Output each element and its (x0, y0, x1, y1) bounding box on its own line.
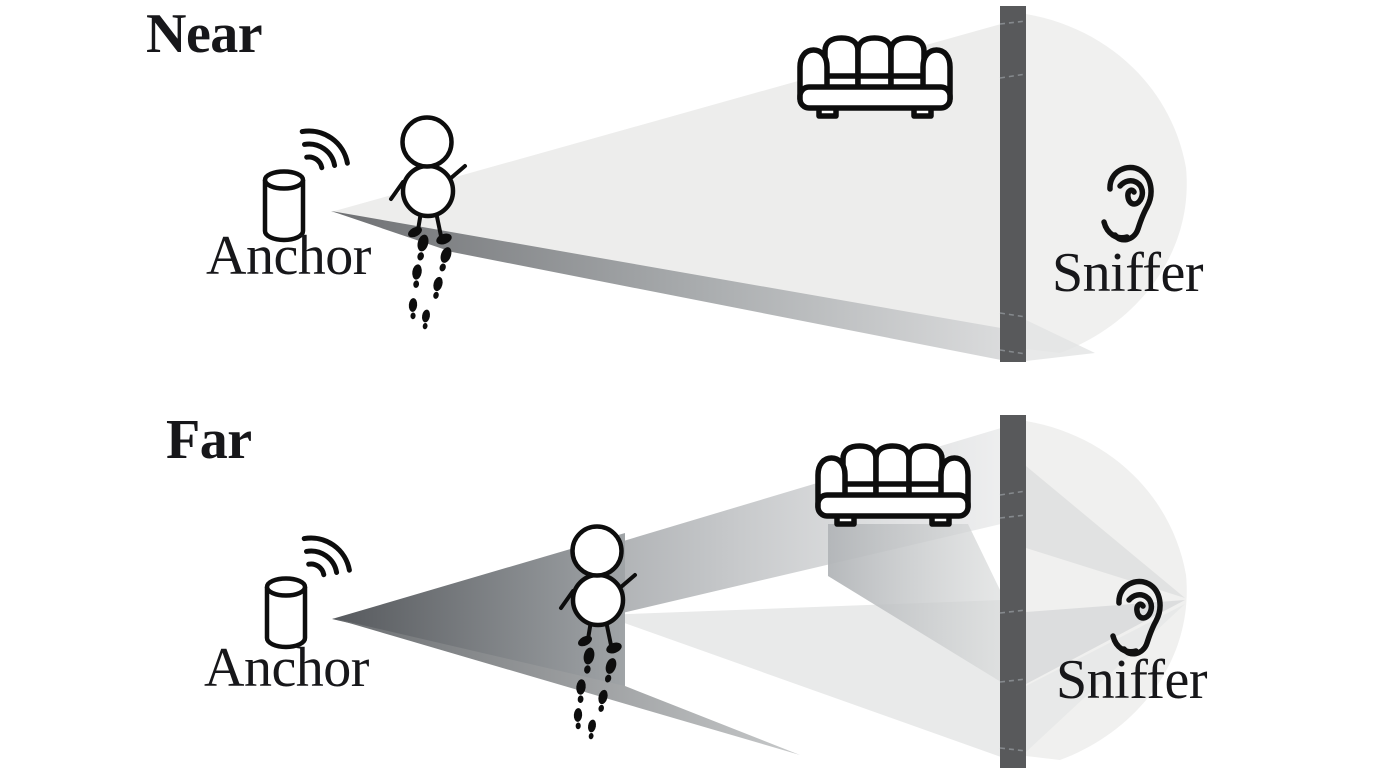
near-sniffer-label: Sniffer (1052, 242, 1204, 304)
near-beam-floor-band (331, 211, 1001, 360)
far-panel-title: Far (166, 409, 252, 471)
far-anchor-cone (332, 533, 625, 687)
near-wall-beam-marks (999, 20, 1027, 355)
far-beam-floor-band (332, 618, 800, 755)
near-beyond-wall-lobe (1026, 14, 1187, 353)
wifi-waves-icon (304, 538, 349, 575)
far-direct-fan-beam (602, 600, 1001, 757)
near-panel (265, 6, 1187, 362)
far-beyond-wall-wedge-mid (1026, 600, 1185, 684)
near-band-beyond-wall (1026, 320, 1095, 361)
near-panel-title: Near (146, 3, 263, 65)
far-anchor-label: Anchor (204, 637, 369, 699)
near-wall-bar (1000, 6, 1026, 362)
far-sniffer-label: Sniffer (1056, 649, 1208, 711)
far-wall-beam-marks (999, 490, 1027, 752)
near-anchor-label: Anchor (206, 225, 371, 287)
wifi-waves-icon (302, 131, 347, 168)
far-wall-bar (1000, 415, 1026, 768)
footprints-icon (407, 233, 454, 330)
far-beyond-wall-wedge-upper (1026, 466, 1185, 598)
far-panel (267, 415, 1187, 768)
far-couch-reflected-beam (828, 524, 1001, 682)
